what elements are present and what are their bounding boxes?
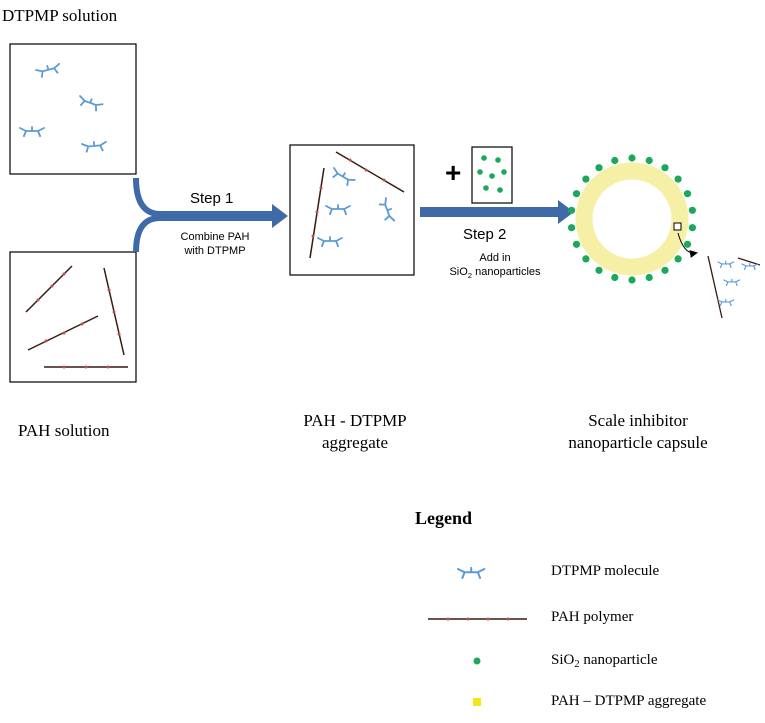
capsule-label-line1: Scale inhibitor xyxy=(588,411,688,430)
dtpmp-solution-label: DTPMP solution xyxy=(2,6,118,25)
step1-arrow xyxy=(133,177,288,253)
nanoparticle-dot xyxy=(674,255,682,263)
nanoparticle-dot xyxy=(568,206,576,214)
pah-solution-box xyxy=(9,251,137,383)
nanoparticle-dot xyxy=(688,224,697,232)
nanoparticle-dot xyxy=(674,175,682,183)
nanoparticle-dot xyxy=(661,266,669,274)
step1-description-line1: Combine PAH xyxy=(180,231,250,243)
step2-title: Step 2 xyxy=(463,226,507,243)
step2-description-line2: SiO2 nanoparticles xyxy=(449,266,541,280)
nanoparticle-dot xyxy=(582,175,590,183)
aggregate-box xyxy=(289,144,415,276)
capsule-label: Scale inhibitor nanoparticle capsule xyxy=(538,410,738,454)
nanoparticle-dot xyxy=(645,273,653,282)
pah-solution-label: PAH solution xyxy=(18,421,110,440)
nanoparticle-dot xyxy=(688,206,697,214)
aggregate-label: PAH - DTPMP aggregate xyxy=(270,410,440,454)
capsule-label-line2: nanoparticle capsule xyxy=(568,433,708,452)
nanoparticle-dot xyxy=(628,276,636,284)
capsule-zoom-detail xyxy=(707,255,761,319)
legend-dtpmp-icon xyxy=(457,566,486,580)
nanoparticle-dot xyxy=(595,266,603,274)
step2-description-line1: Add in xyxy=(479,252,511,264)
nanoparticle-dot xyxy=(661,164,669,172)
nanoparticle-dot xyxy=(582,255,590,263)
step2-arrow xyxy=(420,200,574,224)
step1-title: Step 1 xyxy=(190,190,234,207)
nanoparticle-box xyxy=(471,146,513,204)
step1-description-line2: with DTPMP xyxy=(184,245,246,257)
legend-pah-label: PAH polymer xyxy=(551,609,634,625)
legend-icons xyxy=(428,566,527,706)
nanoparticle-dot xyxy=(683,190,692,198)
nanoparticle-dot xyxy=(611,273,619,282)
nanoparticle-dot xyxy=(595,164,603,172)
aggregate-label-line2: aggregate xyxy=(321,433,389,452)
nanoparticle-dot xyxy=(572,240,581,248)
nanoparticle-dot xyxy=(628,154,636,162)
step2-description: Add in SiO2 nanoparticles xyxy=(430,251,560,279)
nanoparticle-dot xyxy=(611,156,619,165)
nanoparticle-dot xyxy=(568,224,576,232)
capsule xyxy=(568,154,698,284)
legend-title: Legend xyxy=(415,508,473,528)
step1-description: Combine PAH with DTPMP xyxy=(160,230,270,258)
legend-dtpmp-label: DTPMP molecule xyxy=(551,563,660,579)
nanoparticle-dot xyxy=(683,240,692,248)
aggregate-label-line1: PAH - DTPMP xyxy=(303,411,407,430)
legend-nanoparticle-icon xyxy=(473,657,481,665)
dtpmp-solution-box xyxy=(9,43,137,175)
legend-aggregate-label: PAH – DTPMP aggregate xyxy=(551,693,707,709)
pah-polymer-line xyxy=(335,151,405,193)
nanoparticle-dot xyxy=(645,156,653,165)
plus-sign: + xyxy=(445,157,462,188)
nanoparticle-dot xyxy=(572,190,581,198)
legend-nanoparticle-label: SiO2 nanoparticle xyxy=(551,652,658,670)
legend-aggregate-icon xyxy=(473,698,481,706)
